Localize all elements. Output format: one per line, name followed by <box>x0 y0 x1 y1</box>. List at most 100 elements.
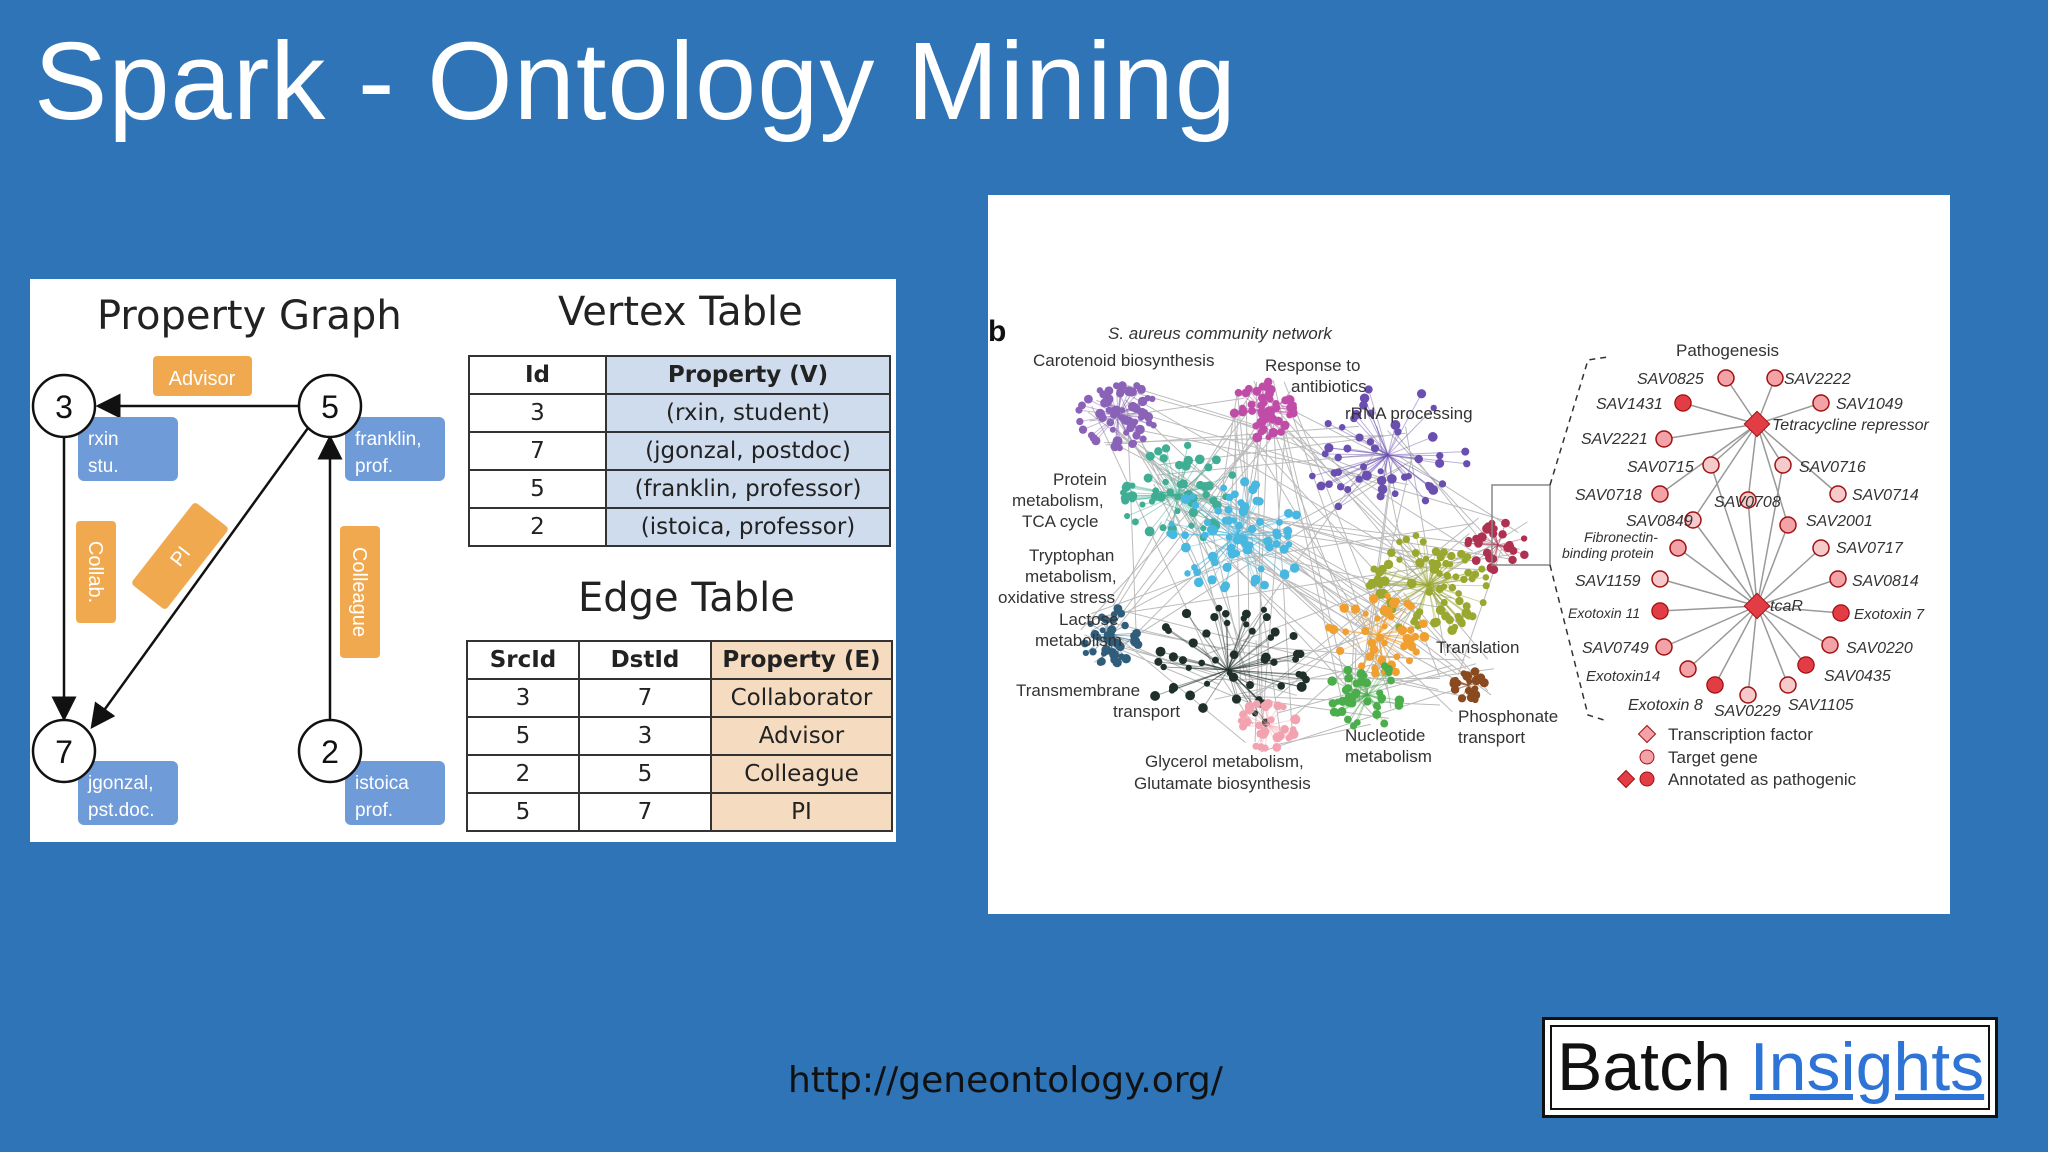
network-node <box>1106 418 1115 427</box>
network-node <box>1461 557 1469 564</box>
network-edge <box>1383 584 1429 595</box>
pathogenesis-edge <box>1756 547 1822 607</box>
network-edge <box>1149 455 1179 496</box>
svg-text:SAV0220: SAV0220 <box>1846 640 1913 657</box>
network-node <box>1344 684 1353 693</box>
network-edge <box>1117 411 1146 416</box>
network-node <box>1368 594 1379 604</box>
vertex-table: Id Property (V) 3(rxin, student) 7(jgonz… <box>468 355 891 547</box>
network-node <box>1198 703 1208 713</box>
network-node <box>1128 387 1138 397</box>
network-edge <box>1260 429 1286 743</box>
network-edge <box>1092 634 1109 653</box>
network-edge <box>1245 401 1251 715</box>
network-node <box>1309 472 1316 480</box>
edge-table-header-property: Property (E) <box>710 640 893 680</box>
network-edge <box>1380 584 1429 595</box>
network-node <box>1402 535 1411 544</box>
svg-text:TCA cycle: TCA cycle <box>1022 512 1099 531</box>
property-graph-title: Property Graph <box>97 293 402 339</box>
svg-text:SAV2222: SAV2222 <box>1784 371 1851 388</box>
network-edge <box>1177 465 1187 496</box>
network-node <box>1509 546 1518 555</box>
network-node <box>1406 602 1415 611</box>
network-node <box>1078 425 1088 434</box>
network-edge <box>1121 646 1297 696</box>
network-edge <box>1387 393 1422 456</box>
network-node <box>1265 434 1272 441</box>
network-edge <box>1227 669 1302 688</box>
network-node <box>1247 400 1256 409</box>
gene-node <box>1779 516 1797 534</box>
svg-text:SAV0749: SAV0749 <box>1582 640 1649 657</box>
network-node <box>1428 485 1439 495</box>
network-edge <box>1328 627 1379 636</box>
network-node <box>1422 555 1430 562</box>
network-legend: Transcription factor Target gene Annotat… <box>1616 724 1857 789</box>
network-node <box>1327 676 1337 686</box>
network-edge <box>1201 662 1229 671</box>
network-edge <box>1227 653 1301 671</box>
network-node <box>1463 460 1471 468</box>
network-node <box>1204 463 1213 472</box>
network-node <box>1260 580 1269 590</box>
network-edge <box>1312 454 1389 477</box>
network-node <box>1445 615 1454 625</box>
network-edge <box>1227 658 1296 671</box>
network-edge <box>1425 558 1429 586</box>
svg-text:metabolism,: metabolism, <box>1012 491 1104 510</box>
network-node <box>1362 610 1369 617</box>
network-edge <box>1267 724 1291 737</box>
network-node <box>1448 583 1457 592</box>
network-edge <box>1387 431 1399 456</box>
network-edge <box>1475 538 1499 546</box>
network-node <box>1129 496 1136 503</box>
network-edge <box>1227 635 1294 671</box>
network-node <box>1350 604 1361 614</box>
network-edge <box>1158 661 1229 671</box>
network-edge <box>1338 454 1389 458</box>
network-node <box>1089 648 1097 656</box>
gene-node <box>1679 660 1697 678</box>
network-edge <box>1117 414 1121 448</box>
network-node <box>1284 532 1292 540</box>
network-node <box>1168 652 1178 662</box>
pathogenesis-edge <box>1747 499 1758 607</box>
pathogenesis-edge <box>1682 402 1758 425</box>
network-node <box>1457 549 1466 559</box>
pathogenesis-edge <box>1677 547 1758 607</box>
source-url[interactable]: http://geneontology.org/ <box>788 1060 1223 1101</box>
network-node <box>1430 617 1440 628</box>
network-edge <box>1128 394 1429 570</box>
network-edge <box>1177 494 1192 526</box>
network-node <box>1377 468 1384 475</box>
gene-node <box>1669 539 1687 557</box>
network-node <box>1135 424 1145 435</box>
vertex-table-title: Vertex Table <box>558 289 803 335</box>
network-node <box>1145 451 1155 461</box>
network-node <box>1459 620 1466 628</box>
network-node <box>1431 559 1442 570</box>
network-edge <box>1377 634 1412 641</box>
network-node <box>1272 540 1281 548</box>
network-node <box>1410 618 1417 626</box>
network-node <box>1273 416 1283 426</box>
pathogenesis-edge <box>1747 423 1758 501</box>
network-node <box>1270 627 1280 637</box>
property-graph-panel: Property Graph Advisor Collab. PI Collea… <box>30 279 896 842</box>
network-node <box>1181 608 1192 619</box>
network-node <box>1298 683 1307 691</box>
network-node <box>1184 570 1191 577</box>
network-node <box>1095 408 1106 419</box>
network-edge <box>1374 656 1465 661</box>
network-edge <box>1358 454 1389 480</box>
svg-text:SAV0825: SAV0825 <box>1637 371 1704 388</box>
network-edge <box>1427 572 1469 586</box>
pathogenesis-edge <box>1710 423 1758 466</box>
network-node <box>1412 648 1420 656</box>
network-edge <box>1237 531 1277 536</box>
svg-text:tcaR: tcaR <box>1770 598 1803 615</box>
network-node <box>1384 606 1393 615</box>
network-node <box>1370 444 1380 453</box>
network-node <box>1355 433 1364 442</box>
